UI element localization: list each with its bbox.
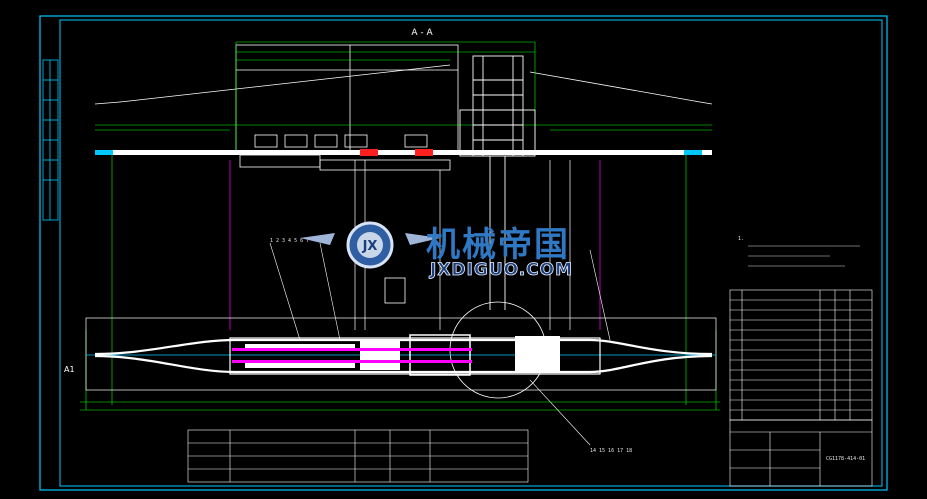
spec-table [187, 429, 529, 483]
pedestal [384, 277, 406, 304]
left-margin-table [42, 59, 59, 221]
view-marker: A1 [64, 365, 75, 374]
leader-lines [269, 242, 611, 446]
tower-structure [459, 55, 536, 310]
parts-list [729, 289, 873, 421]
title-block [729, 419, 873, 487]
drawing-number: CG1178-414-01 [826, 456, 865, 462]
watermark-brand-cn: 机械帝国 [426, 225, 570, 265]
sheet-border [39, 15, 888, 491]
section-label: A - A [411, 28, 433, 38]
callout-bottom: 14 15 16 17 18 [590, 448, 632, 454]
notes-label: 1. [738, 236, 744, 242]
watermark-brand-en: JXDIGUO.COM [429, 260, 573, 280]
upper-beam [95, 149, 712, 156]
logo-letters: JX [362, 239, 378, 254]
dimension-lines [80, 41, 720, 411]
beam-boxes [239, 134, 451, 171]
notes-lines [748, 245, 860, 267]
callout-top: 1 2 3 4 5 6 7 [270, 238, 309, 244]
watermark: JX 机械帝国 JXDIGUO.COM [300, 221, 573, 280]
upper-structure [94, 44, 713, 154]
lower-assembly [85, 317, 717, 391]
gear-wing-logo-icon: JX [300, 221, 440, 269]
